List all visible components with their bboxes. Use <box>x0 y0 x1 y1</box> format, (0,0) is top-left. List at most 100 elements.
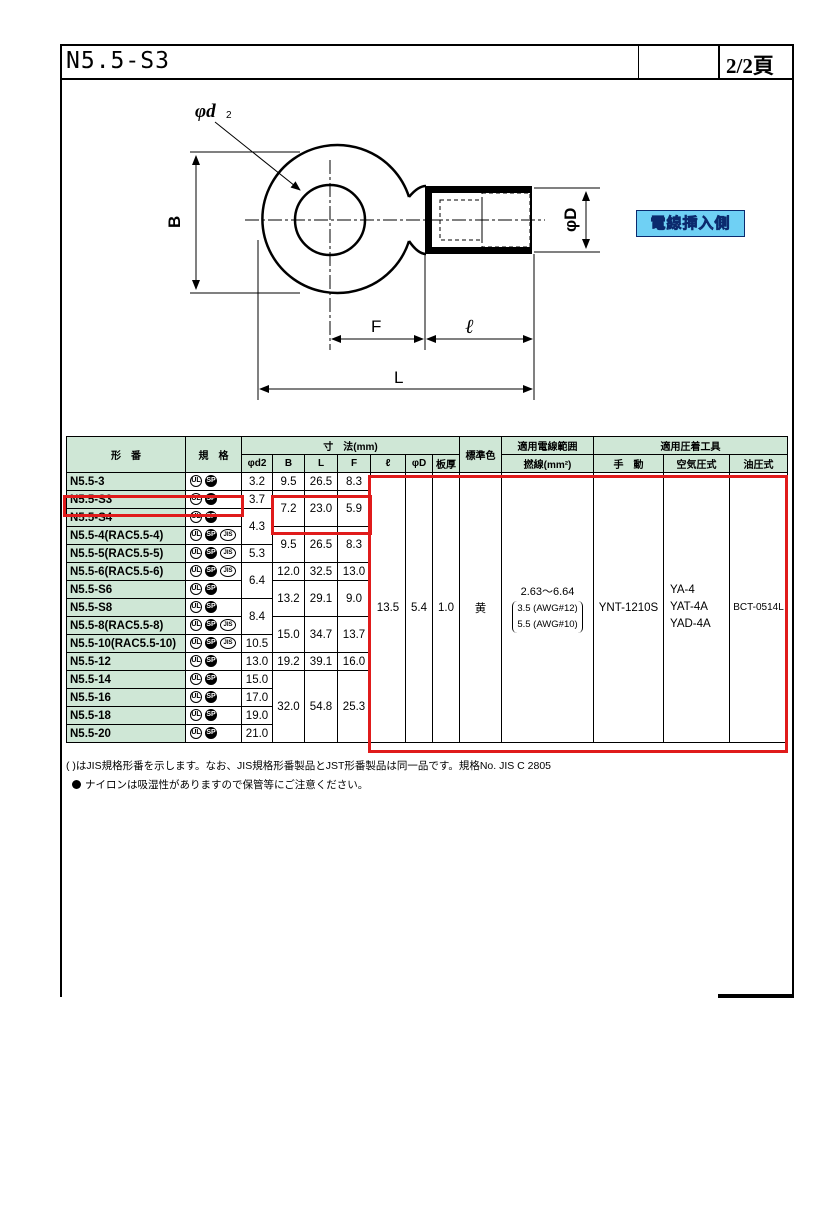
col-header-pneumatic: 空気圧式 <box>663 454 730 473</box>
col-header-hydraulic: 油圧式 <box>729 454 788 473</box>
wire-insertion-side-badge: 電線挿入側 <box>636 210 745 237</box>
d2-cell: 6.4 <box>241 562 273 599</box>
jis-mark-icon: JIS <box>220 637 236 650</box>
page-title: N5.5-S3 <box>66 48 170 74</box>
csa-mark-icon: SP <box>205 655 217 668</box>
header-divider <box>638 46 639 78</box>
ul-mark-icon: UL <box>190 583 202 596</box>
col-header-stranded: 撚線(mm²) <box>501 454 594 473</box>
f-cell: 9.0 <box>337 580 371 617</box>
csa-mark-icon: SP <box>205 529 217 542</box>
part-number-cell: N5.5-12 <box>66 652 186 671</box>
label-b: B <box>165 216 184 228</box>
d2-cell: 10.5 <box>241 634 273 653</box>
d2-cell: 19.0 <box>241 706 273 725</box>
b-cell: 7.2 <box>272 490 305 527</box>
part-number-cell: N5.5-6(RAC5.5-6) <box>66 562 186 581</box>
part-number-cell: N5.5-S4 <box>66 508 186 527</box>
manual-tool-cell: YNT-1210S <box>593 472 664 743</box>
part-number-cell: N5.5-5(RAC5.5-5) <box>66 544 186 563</box>
part-number-cell: N5.5-S3 <box>66 490 186 509</box>
l-cell: 23.0 <box>304 490 338 527</box>
terminal-drawing: φd 2 B φD F ℓ L <box>165 101 600 400</box>
label-d2: φd <box>195 101 216 122</box>
header-divider <box>718 46 720 78</box>
l-cell: 34.7 <box>304 616 338 653</box>
csa-mark-icon: SP <box>205 475 217 488</box>
d2-cell: 4.3 <box>241 508 273 545</box>
wire-range-main: 2.63～6.64 <box>520 585 575 598</box>
ul-mark-icon: UL <box>190 529 202 542</box>
part-number-cell: N5.5-20 <box>66 724 186 743</box>
b-cell: 19.2 <box>272 652 305 671</box>
f-cell: 16.0 <box>337 652 371 671</box>
f-cell: 13.0 <box>337 562 371 581</box>
note-nylon: ナイロンは吸湿性がありますので保管等にご注意ください。 <box>66 776 551 795</box>
f-cell: 8.3 <box>337 526 371 563</box>
csa-mark-icon: SP <box>205 673 217 686</box>
l-cell: 26.5 <box>304 472 338 491</box>
col-header-ell: ℓ <box>370 454 406 473</box>
ul-mark-icon: UL <box>190 547 202 560</box>
b-cell: 13.2 <box>272 580 305 617</box>
title-bar: N5.5-S3 2/2頁 <box>62 46 792 80</box>
wire-range-block: 2.63～6.64 3.5 (AWG#12)5.5 (AWG#10) <box>503 583 593 633</box>
phi-d-cell: 5.4 <box>405 472 433 743</box>
label-f: F <box>371 317 381 336</box>
wire-awg12: 3.5 (AWG#12) <box>517 602 578 614</box>
csa-mark-icon: SP <box>205 565 217 578</box>
d2-cell: 21.0 <box>241 724 273 743</box>
col-header-f: F <box>337 454 371 473</box>
part-number-cell: N5.5-S8 <box>66 598 186 617</box>
part-number-cell: N5.5-14 <box>66 670 186 689</box>
notes: ( )はJIS規格形番を示します。なお、JIS規格形番製品とJST形番製品は同一… <box>66 757 551 795</box>
csa-mark-icon: SP <box>205 727 217 740</box>
bottom-rule <box>718 994 794 998</box>
wire-awg-bracket: 3.5 (AWG#12)5.5 (AWG#10) <box>512 600 583 633</box>
l-cell: 54.8 <box>304 670 338 743</box>
label-d2-sub: 2 <box>226 110 232 121</box>
ul-mark-icon: UL <box>190 691 202 704</box>
ul-mark-icon: UL <box>190 511 202 524</box>
col-header-tools: 適用圧着工具 <box>593 436 788 455</box>
col-header-d2: φd2 <box>241 454 273 473</box>
part-number-cell: N5.5-18 <box>66 706 186 725</box>
b-cell: 9.5 <box>272 526 305 563</box>
part-number-cell: N5.5-16 <box>66 688 186 707</box>
l-cell: 39.1 <box>304 652 338 671</box>
label-l: ℓ <box>465 316 474 338</box>
csa-mark-icon: SP <box>205 601 217 614</box>
csa-mark-icon: SP <box>205 583 217 596</box>
note-jis: ( )はJIS規格形番を示します。なお、JIS規格形番製品とJST形番製品は同一… <box>66 760 552 772</box>
hydraulic-tool-cell: BCT-0514L <box>729 472 788 743</box>
d2-cell: 17.0 <box>241 688 273 707</box>
f-cell: 13.7 <box>337 616 371 653</box>
part-number-cell: N5.5-10(RAC5.5-10) <box>66 634 186 653</box>
part-number-cell: N5.5-8(RAC5.5-8) <box>66 616 186 635</box>
part-number-cell: N5.5-4(RAC5.5-4) <box>66 526 186 545</box>
color-cell: 黄 <box>459 472 502 743</box>
d2-cell: 3.2 <box>241 472 273 491</box>
csa-mark-icon: SP <box>205 709 217 722</box>
ring-neck <box>407 184 427 256</box>
f-cell: 8.3 <box>337 472 371 491</box>
csa-mark-icon: SP <box>205 637 217 650</box>
col-header-part: 形 番 <box>66 436 186 473</box>
col-header-wire-range: 適用電線範囲 <box>501 436 594 455</box>
csa-mark-icon: SP <box>205 511 217 524</box>
label-total-l: L <box>394 368 403 387</box>
